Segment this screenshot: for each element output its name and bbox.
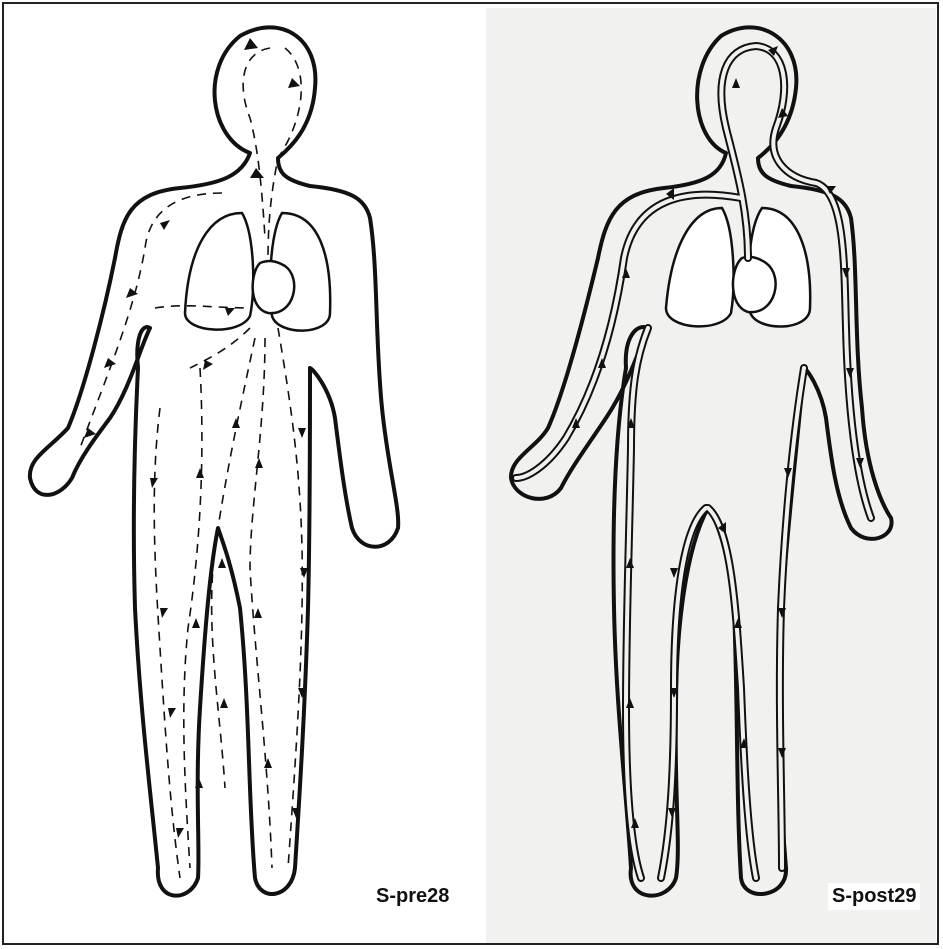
post-vessel-tubes	[516, 46, 871, 878]
post-vessel-lumen	[516, 46, 871, 878]
post-caption: S-post29	[828, 883, 920, 910]
pre-arrow-markers	[84, 38, 308, 838]
pre-blood-flow-paths	[80, 48, 302, 878]
post-heart	[733, 257, 776, 312]
pre-drawing-svg	[10, 8, 470, 943]
pre-body-outline	[30, 27, 398, 895]
pre-heart	[253, 261, 295, 313]
pre-caption: S-pre28	[372, 883, 453, 910]
post-drawing-panel: S-post29	[486, 8, 936, 943]
pre-drawing-panel: S-pre28	[10, 8, 470, 943]
post-arrow-markers	[572, 46, 864, 828]
post-drawing-svg	[486, 8, 936, 943]
post-body-outline	[511, 27, 892, 895]
